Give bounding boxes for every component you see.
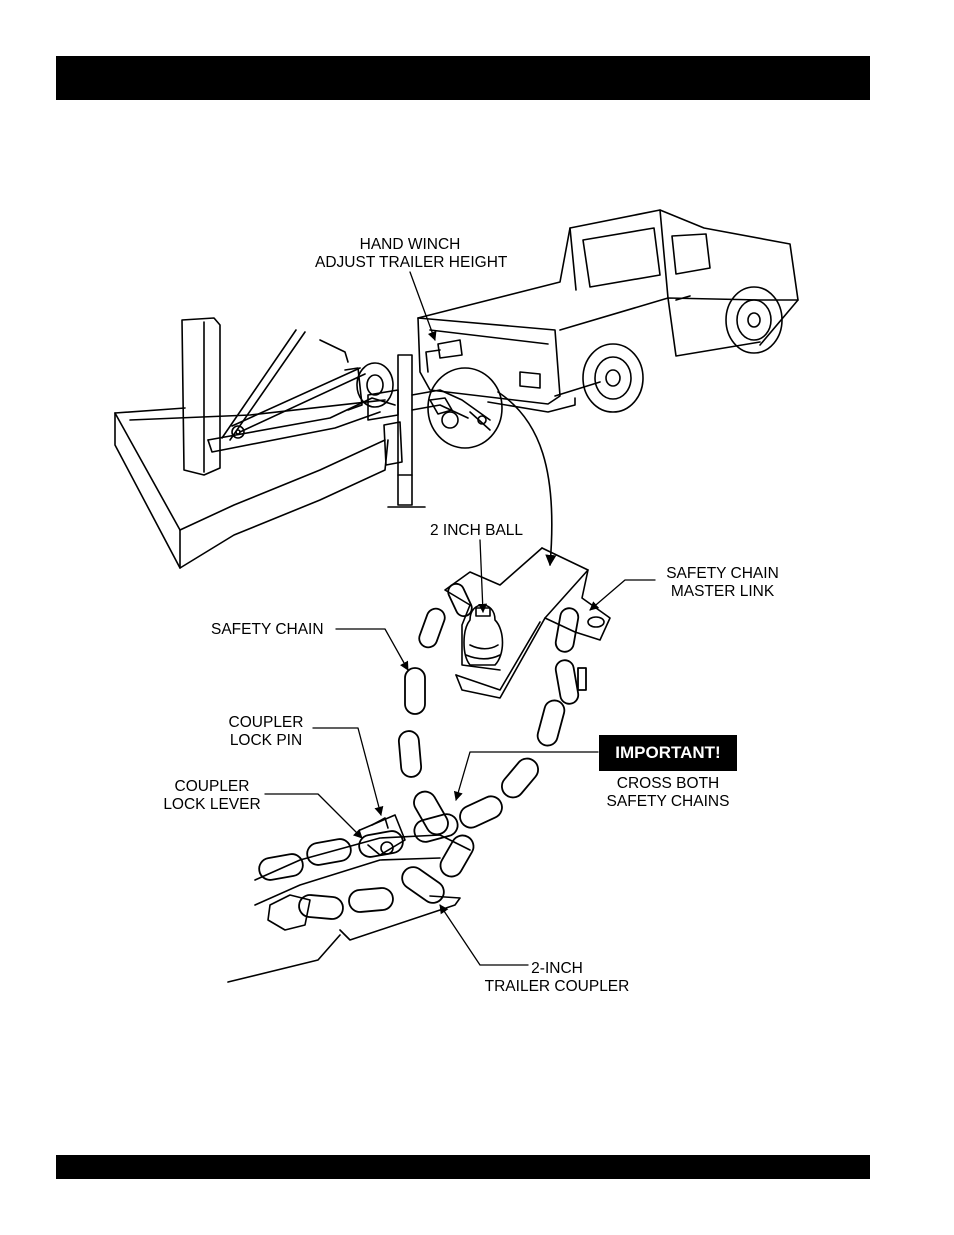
cross-chains-label: CROSS BOTH SAFETY CHAINS: [598, 775, 738, 811]
lock-pin-line2: LOCK PIN: [220, 732, 312, 750]
cross-chains-line2: SAFETY CHAINS: [598, 793, 738, 811]
lock-pin-line1: COUPLER: [220, 714, 312, 732]
cross-chains-line1: CROSS BOTH: [598, 775, 738, 793]
lock-lever-line1: COUPLER: [158, 778, 266, 796]
trailer-coupler-line1: 2-INCH: [478, 960, 636, 978]
master-link-label: SAFETY CHAIN MASTER LINK: [660, 565, 785, 601]
hand-winch-line1: HAND WINCH: [345, 236, 475, 254]
lock-lever-label: COUPLER LOCK LEVER: [158, 778, 266, 814]
hand-winch-label: HAND WINCH ADJUST TRAILER HEIGHT: [345, 236, 475, 272]
master-link-line2: MASTER LINK: [660, 583, 785, 601]
important-badge: IMPORTANT!: [599, 735, 737, 771]
trailer-coupler-line2: TRAILER COUPLER: [478, 978, 636, 996]
leader-lines: [265, 272, 655, 965]
safety-chain-left: [298, 581, 477, 920]
lock-lever-line2: LOCK LEVER: [158, 796, 266, 814]
truck-illustration: [418, 210, 798, 412]
trailer-coupler-label: 2-INCH TRAILER COUPLER: [478, 960, 636, 996]
lock-pin-label: COUPLER LOCK PIN: [220, 714, 312, 750]
safety-chain-label: SAFETY CHAIN: [211, 621, 324, 639]
magnify-circle: [428, 368, 502, 448]
master-link-line1: SAFETY CHAIN: [660, 565, 785, 583]
ball-label: 2 INCH BALL: [430, 522, 523, 540]
hand-winch-line2: ADJUST TRAILER HEIGHT: [315, 254, 505, 272]
